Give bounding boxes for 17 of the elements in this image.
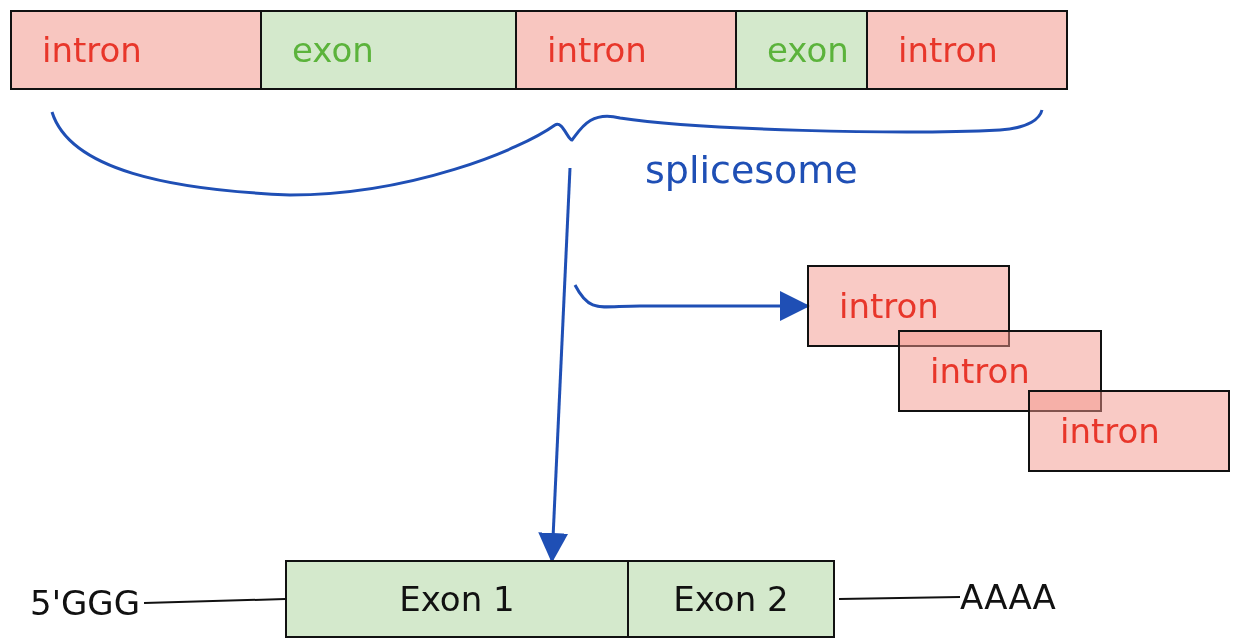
arrow [573,284,810,321]
intron-segment: intron [807,265,1010,347]
intron-segment: intron [866,10,1068,90]
exon-segment: exon [735,10,868,90]
intron-segment: intron [515,10,737,90]
annotation-text: splicesome [645,148,858,192]
sequence-label: 5'GGG [30,578,141,628]
intron-segment: intron [10,10,262,90]
sequence-label: AAAA [960,572,1056,622]
connector-line [838,596,961,600]
intron-segment: intron [898,330,1102,412]
arrow [538,167,572,563]
connector-line [143,598,286,604]
exon-segment: Exon 2 [627,560,835,638]
exon-segment: Exon 1 [285,560,629,638]
intron-segment: intron [1028,390,1230,472]
exon-segment: exon [260,10,517,90]
